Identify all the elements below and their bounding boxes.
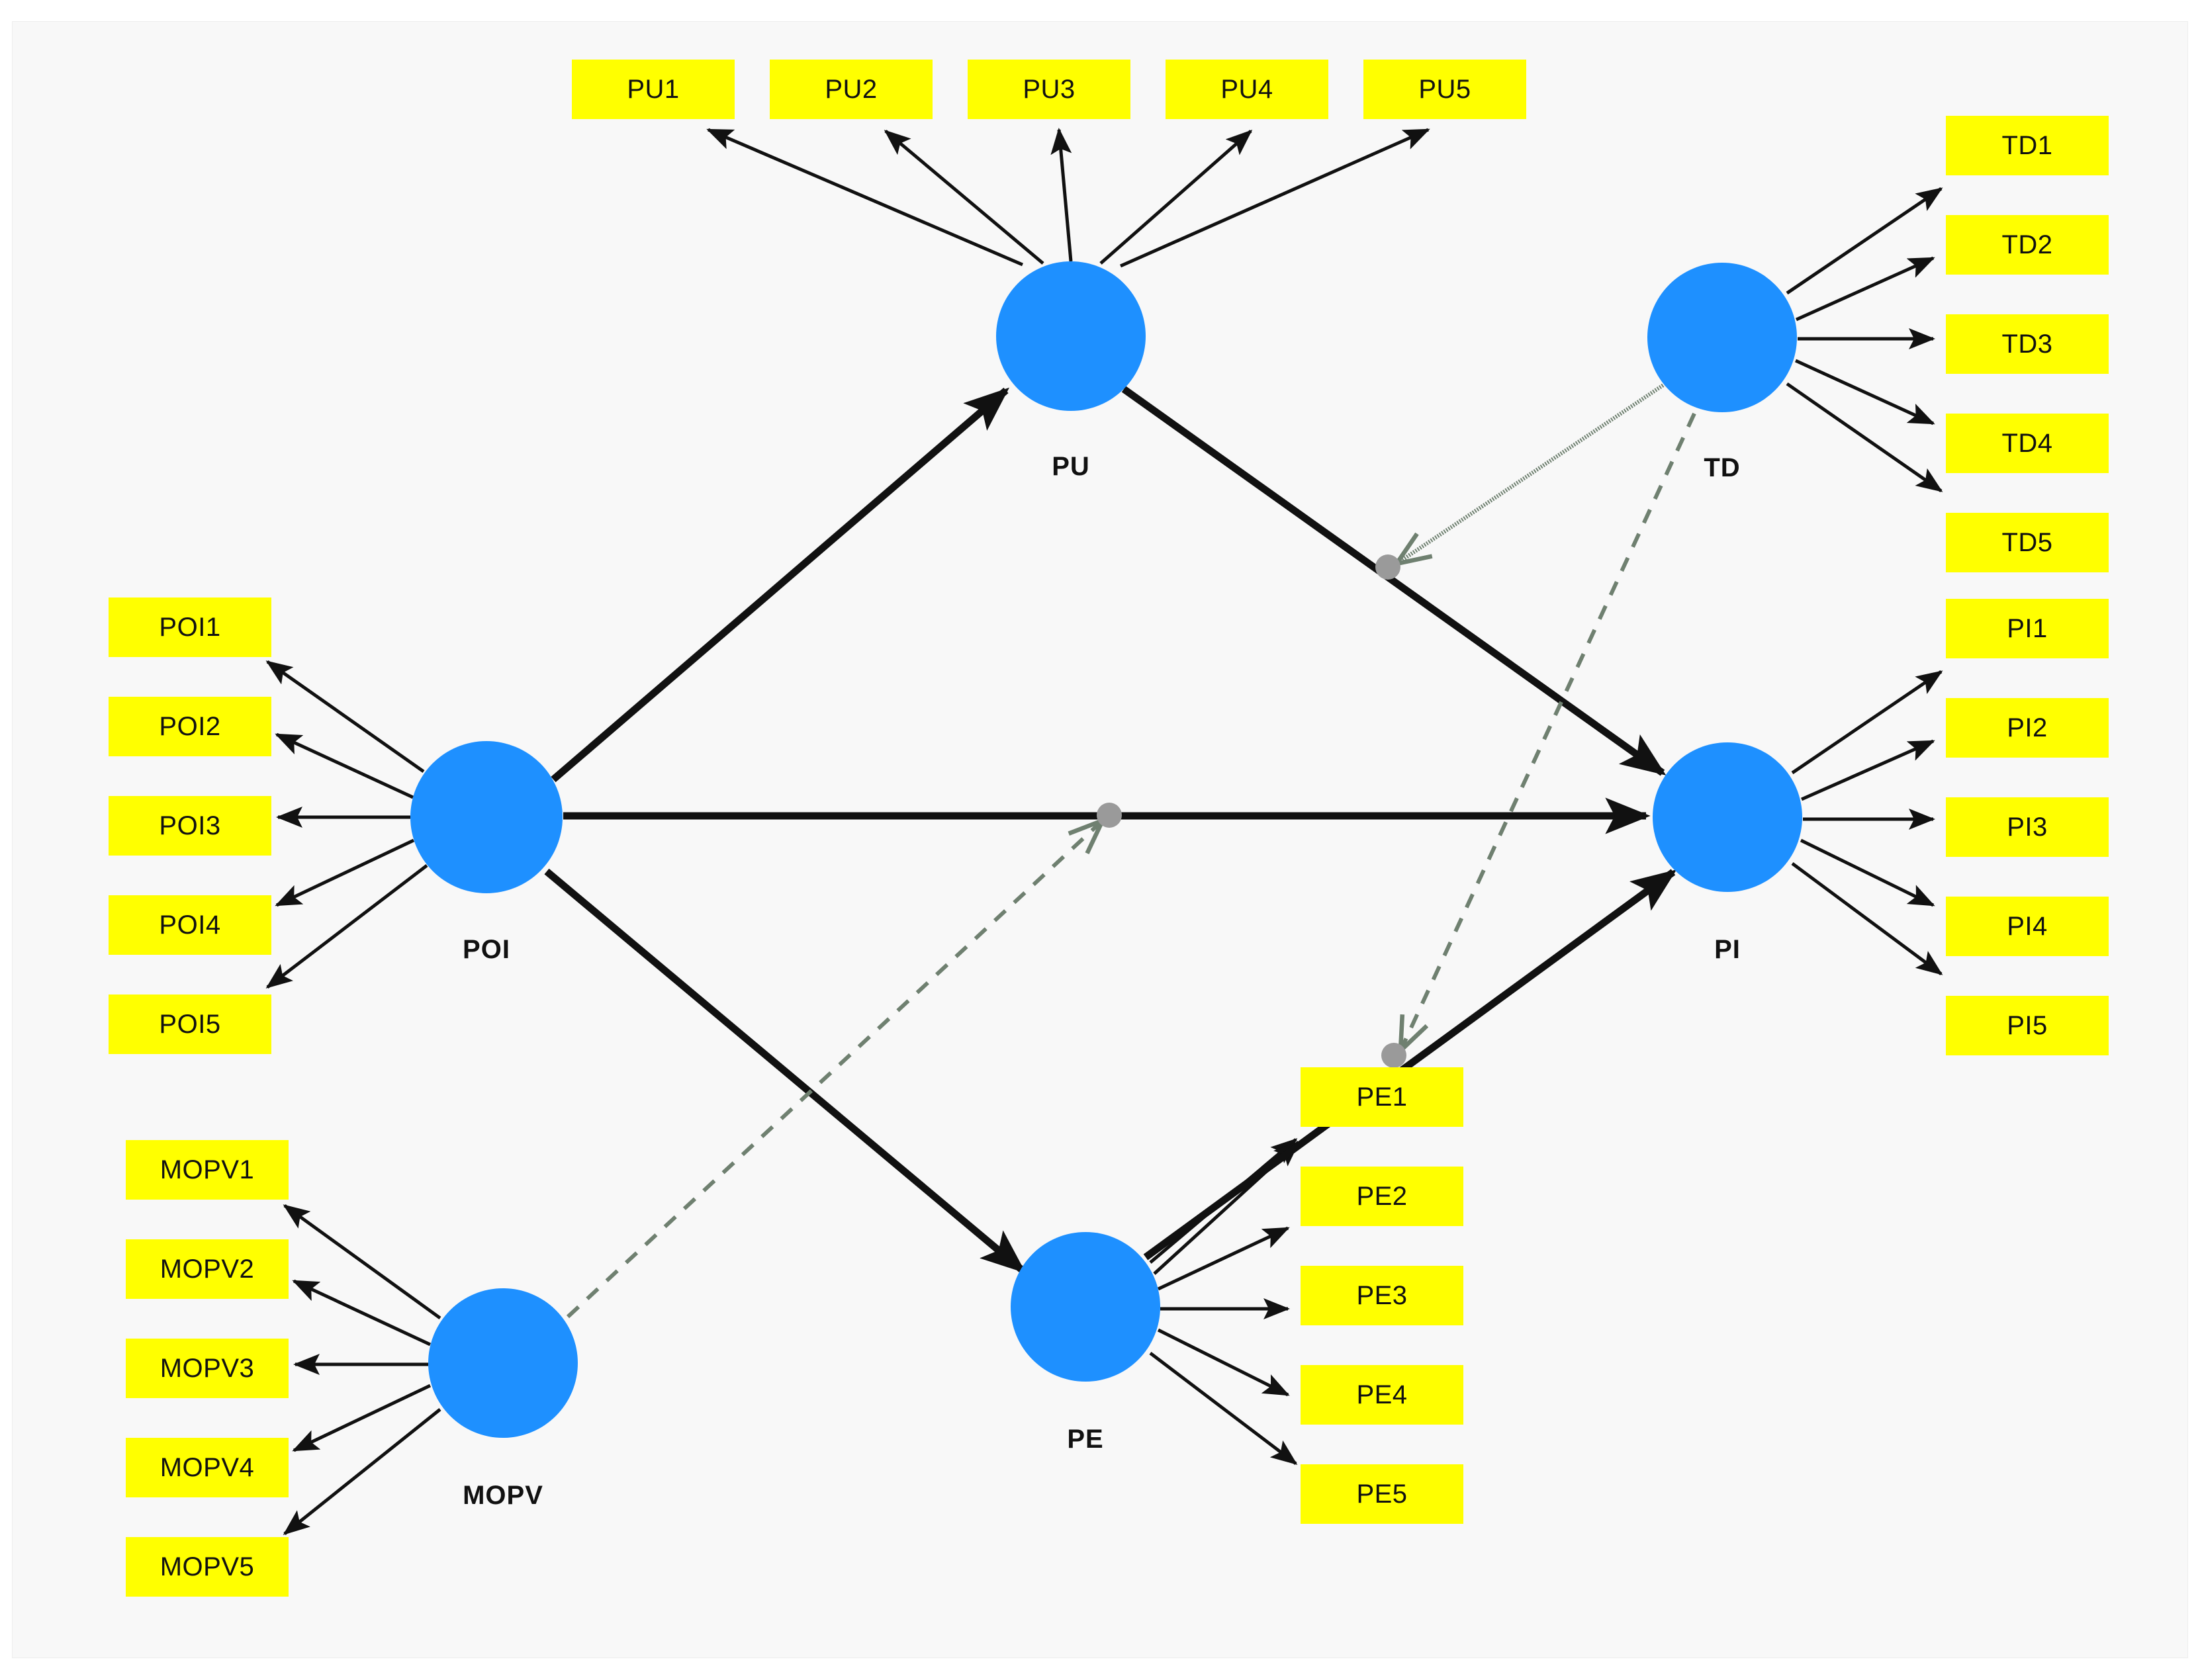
construct-pu[interactable] xyxy=(996,261,1146,411)
measurement-arrows-pi xyxy=(1791,670,1943,976)
indicator-pu5[interactable]: PU5 xyxy=(1363,60,1526,119)
indicator-mopv5[interactable]: MOPV5 xyxy=(126,1537,289,1597)
indicator-pi4[interactable]: PI4 xyxy=(1946,897,2109,956)
indicator-td1[interactable]: TD1 xyxy=(1946,116,2109,175)
path-poi-to-pe xyxy=(544,868,1027,1274)
moderation-dot-pe-pi xyxy=(1381,1043,1406,1068)
construct-label-poi: POI xyxy=(463,935,510,964)
indicator-mopv3[interactable]: MOPV3 xyxy=(126,1339,289,1398)
path-pu-to-pi xyxy=(1121,386,1667,776)
indicator-pe2[interactable]: PE2 xyxy=(1301,1167,1463,1226)
construct-label-td: TD xyxy=(1704,453,1741,482)
construct-pe[interactable] xyxy=(1011,1232,1160,1382)
indicator-pu1[interactable]: PU1 xyxy=(572,60,735,119)
indicator-poi5[interactable]: POI5 xyxy=(109,995,271,1054)
indicator-td3[interactable]: TD3 xyxy=(1946,314,2109,374)
moderation-dot-pu-pi xyxy=(1375,554,1400,580)
construct-label-pe: PE xyxy=(1067,1425,1104,1454)
indicator-mopv4[interactable]: MOPV4 xyxy=(126,1438,289,1497)
construct-pi[interactable] xyxy=(1653,742,1802,892)
construct-mopv[interactable] xyxy=(428,1288,578,1438)
construct-td[interactable] xyxy=(1647,263,1797,412)
indicator-td4[interactable]: TD4 xyxy=(1946,414,2109,473)
construct-label-mopv: MOPV xyxy=(463,1481,543,1510)
indicator-pe3[interactable]: PE3 xyxy=(1301,1266,1463,1325)
measurement-arrows-pe xyxy=(1149,1138,1298,1465)
moderator-paths xyxy=(566,382,1696,1319)
indicator-mopv2[interactable]: MOPV2 xyxy=(126,1239,289,1299)
measurement-arrows-td xyxy=(1786,187,1943,493)
moderator-td-to-pe-pi xyxy=(1398,412,1696,1057)
moderator-td-to-pu-pi xyxy=(1391,382,1667,567)
path-poi-to-pu xyxy=(551,387,1010,783)
indicator-poi3[interactable]: POI3 xyxy=(109,796,271,856)
indicator-pu2[interactable]: PU2 xyxy=(770,60,933,119)
moderation-dot-poi-pi xyxy=(1097,803,1122,828)
construct-label-pu: PU xyxy=(1052,452,1090,481)
measurement-arrows-poi xyxy=(265,660,428,989)
construct-poi[interactable] xyxy=(410,741,563,893)
moderator-mopv-to-poi-pi xyxy=(566,816,1107,1319)
indicator-pi5[interactable]: PI5 xyxy=(1946,996,2109,1055)
indicator-poi4[interactable]: POI4 xyxy=(109,895,271,955)
indicator-td5[interactable]: TD5 xyxy=(1946,513,2109,572)
indicator-poi1[interactable]: POI1 xyxy=(109,597,271,657)
path-pe-to-pi xyxy=(1143,869,1677,1260)
measurement-arrows-pu xyxy=(706,128,1430,268)
construct-label-pi: PI xyxy=(1714,935,1741,964)
indicator-pi2[interactable]: PI2 xyxy=(1946,698,2109,758)
indicator-pi3[interactable]: PI3 xyxy=(1946,797,2109,857)
indicator-pe1[interactable]: PE1 xyxy=(1301,1067,1463,1127)
indicator-mopv1[interactable]: MOPV1 xyxy=(126,1140,289,1200)
indicator-pe4[interactable]: PE4 xyxy=(1301,1365,1463,1425)
indicator-pi1[interactable]: PI1 xyxy=(1946,599,2109,658)
indicator-poi2[interactable]: POI2 xyxy=(109,697,271,756)
indicator-td2[interactable]: TD2 xyxy=(1946,215,2109,275)
indicator-pu3[interactable]: PU3 xyxy=(968,60,1130,119)
measurement-arrows-mopv xyxy=(283,1204,441,1535)
moderation-dots xyxy=(1097,554,1406,1068)
indicator-pe5[interactable]: PE5 xyxy=(1301,1464,1463,1524)
indicator-pu4[interactable]: PU4 xyxy=(1166,60,1328,119)
